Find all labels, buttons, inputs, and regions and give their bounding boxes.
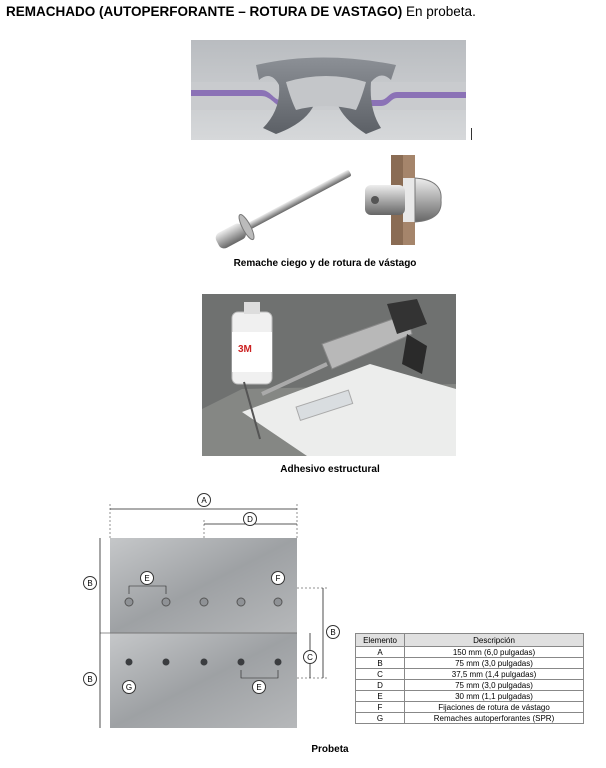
cursor-bar (471, 128, 472, 140)
legend-header-row: Elemento Descripción (355, 633, 584, 647)
dim-label-f: F (271, 571, 285, 585)
legend-element: G (355, 712, 405, 724)
specimen-caption: Probeta (311, 744, 349, 755)
dim-label-b-lower: B (83, 672, 97, 686)
legend-description: 30 mm (1,1 pulgadas) (404, 690, 584, 702)
heading-bold: REMACHADO (AUTOPERFORANTE – ROTURA DE VA… (6, 4, 403, 19)
dim-label-a: A (197, 493, 211, 507)
legend-description: Remaches autoperforantes (SPR) (404, 712, 584, 724)
adhesive-caption: Adhesivo estructural (280, 464, 380, 475)
rivet-cross-section-photo (191, 40, 466, 140)
page-heading: REMACHADO (AUTOPERFORANTE – ROTURA DE VA… (6, 4, 476, 19)
specimen-diagram: A D B B E F B C G E (80, 490, 350, 735)
legend-element: C (355, 668, 405, 680)
blind-rivet-photo (205, 150, 445, 250)
legend-element: E (355, 690, 405, 702)
heading-normal: En probeta. (402, 4, 476, 19)
dim-label-b-right: B (326, 625, 340, 639)
legend-description: 150 mm (6,0 pulgadas) (404, 646, 584, 658)
dim-label-d: D (243, 512, 257, 526)
rivet-caption: Remache ciego y de rotura de vástago (233, 258, 417, 269)
legend-description: Fijaciones de rotura de vástago (404, 701, 584, 713)
dim-label-e-upper: E (140, 571, 154, 585)
legend-element: D (355, 679, 405, 691)
legend-element: A (355, 646, 405, 658)
adhesive-photo: 3M (202, 294, 456, 456)
dim-label-e-lower: E (252, 680, 266, 694)
legend-description: 75 mm (3,0 pulgadas) (404, 679, 584, 691)
legend-description: 75 mm (3,0 pulgadas) (404, 657, 584, 669)
legend-header-description: Descripción (404, 633, 584, 647)
legend-element: F (355, 701, 405, 713)
legend-description: 37,5 mm (1,4 pulgadas) (404, 668, 584, 680)
legend-header-element: Elemento (355, 633, 405, 647)
dim-label-g: G (122, 680, 136, 694)
cartridge-brand-label: 3M (238, 344, 252, 355)
dim-label-b-upper: B (83, 576, 97, 590)
legend-element: B (355, 657, 405, 669)
dim-label-c: C (303, 650, 317, 664)
